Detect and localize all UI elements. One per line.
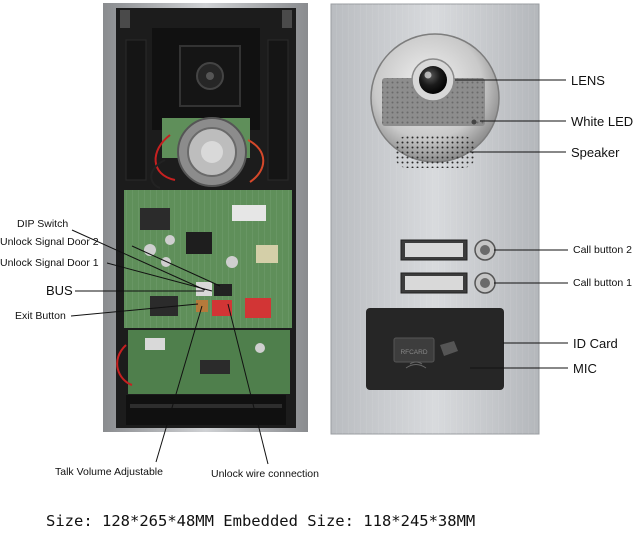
wire-orange — [247, 139, 265, 183]
card-reader — [366, 308, 504, 390]
capacitor — [165, 235, 175, 245]
camera-lens-center — [206, 72, 214, 80]
label-lens: LENS — [571, 73, 605, 88]
label-white-led: White LED — [571, 114, 634, 129]
back-view-unit — [103, 3, 308, 432]
leader-exit — [70, 303, 199, 317]
connector — [145, 338, 165, 350]
hand-icon — [440, 341, 458, 356]
label-bus: BUS — [46, 283, 73, 298]
wave-icon — [405, 364, 427, 369]
side-vent-left — [125, 39, 147, 181]
label-speaker: Speaker — [571, 145, 620, 160]
chip — [186, 232, 212, 254]
leader-talk-volume — [155, 305, 203, 463]
leader-unlock-1 — [106, 262, 213, 292]
terminal-block-red — [245, 298, 271, 318]
name-plate-1-window — [405, 276, 463, 290]
capacitor — [226, 256, 238, 268]
chip — [140, 208, 170, 230]
connector-white — [232, 205, 266, 221]
side-vent-right — [267, 39, 289, 181]
wire-red — [154, 134, 176, 181]
label-unlock-door1: Unlock Signal Door 1 — [0, 257, 99, 269]
relay — [256, 245, 278, 263]
speaker-magnet — [201, 141, 223, 163]
label-unlock-door2: Unlock Signal Door 2 — [0, 236, 99, 248]
wire-red — [116, 344, 133, 386]
leader-unlock-wire — [227, 303, 269, 465]
leader-unlock-2 — [131, 245, 221, 287]
screw-boss — [120, 10, 130, 28]
size-caption: Size: 128*265*48MM Embedded Size: 118*24… — [46, 512, 476, 530]
wave-icon — [409, 361, 423, 365]
lens-icon — [419, 66, 447, 94]
bottom-ridge — [130, 404, 282, 408]
bottom-housing — [126, 395, 286, 425]
wire-black — [150, 159, 166, 189]
lens-glint — [424, 71, 432, 79]
name-plate-2-window — [405, 243, 463, 257]
speaker-grille — [395, 136, 475, 168]
label-dip-switch: DIP Switch — [17, 218, 69, 230]
capacitor — [255, 343, 265, 353]
label-id-card: ID Card — [573, 336, 618, 351]
label-exit-button: Exit Button — [15, 310, 66, 322]
chip — [150, 296, 178, 316]
card-reader-text: RFCARD — [400, 349, 427, 356]
header-pins — [214, 284, 232, 296]
call-button-1-cap — [480, 278, 490, 288]
led-panel-texture — [382, 78, 485, 126]
leader-dip-switch — [71, 229, 206, 291]
screw-boss — [282, 10, 292, 28]
label-talk-volume: Talk Volume Adjustable — [55, 466, 163, 478]
terminal-block-red — [212, 300, 232, 316]
call-button-2-cap — [480, 245, 490, 255]
label-call-button-2: Call button 2 — [573, 244, 632, 256]
label-mic: MIC — [573, 361, 597, 376]
label-call-button-1: Call button 1 — [573, 277, 632, 289]
front-view-unit: RFCARD — [330, 3, 540, 435]
chip — [200, 360, 230, 374]
led-indicator — [471, 119, 477, 125]
leader-lines — [70, 79, 568, 465]
label-unlock-wire: Unlock wire connection — [211, 468, 319, 480]
